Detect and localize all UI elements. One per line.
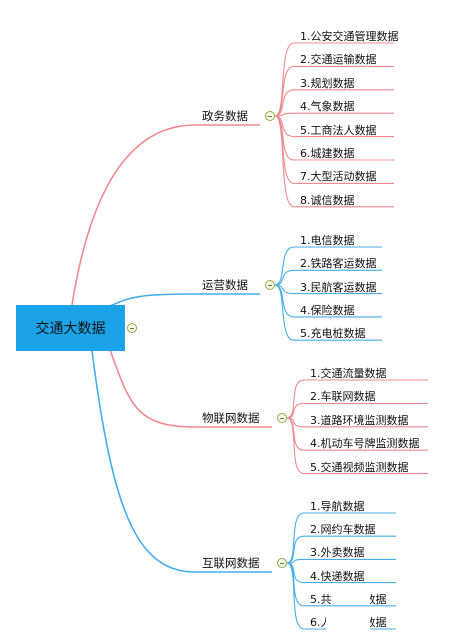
- connector-line: [286, 562, 305, 584]
- category-node[interactable]: 政务数据: [202, 109, 248, 123]
- leaf-node[interactable]: 2.网约车数据: [310, 523, 376, 537]
- category-node[interactable]: 运营数据: [202, 278, 248, 292]
- connector-line: [274, 115, 295, 208]
- leaf-node[interactable]: 3.民航客运数据: [300, 280, 377, 294]
- leaf-node[interactable]: 4.快递数据: [310, 569, 365, 583]
- connector-line: [286, 379, 305, 419]
- connector-line: [274, 246, 295, 286]
- connector-line: [274, 65, 295, 117]
- root-node-label: 交通大数据: [35, 321, 106, 337]
- leaf-node[interactable]: 1.公安交通管理数据: [300, 30, 399, 43]
- leaf-node[interactable]: 3.规划数据: [300, 76, 355, 90]
- leaf-node[interactable]: 2.交通运输数据: [300, 53, 377, 67]
- leaf-node[interactable]: 5.充电桩数据: [300, 327, 366, 341]
- leaf-node[interactable]: 4.机动车号牌监测数据: [310, 437, 420, 451]
- connector-line: [274, 115, 295, 161]
- leaf-node[interactable]: 1.导航数据: [310, 500, 365, 513]
- leaf-node[interactable]: 2.车联网数据: [310, 390, 376, 404]
- category-node[interactable]: 互联网数据: [202, 556, 260, 570]
- connector-line: [274, 89, 295, 117]
- connector-line: [71, 124, 196, 306]
- connector-line: [286, 417, 305, 451]
- connector-line: [286, 562, 305, 630]
- category-node[interactable]: 物联网数据: [202, 411, 260, 425]
- connector-line: [286, 535, 305, 564]
- collapse-minus-icon[interactable]: [277, 413, 287, 423]
- redaction-patch: [326, 610, 370, 630]
- leaf-node[interactable]: 7.大型活动数据: [300, 170, 377, 184]
- leaf-node[interactable]: 6.城建数据: [300, 147, 355, 160]
- connector-line: [274, 42, 295, 117]
- connector-line: [274, 284, 295, 318]
- connector-line: [109, 349, 196, 428]
- leaf-node[interactable]: 4.气象数据: [300, 100, 355, 114]
- connector-line: [286, 402, 305, 419]
- collapse-minus-icon[interactable]: [277, 558, 287, 568]
- connector-line: [109, 293, 196, 307]
- connector-line: [274, 269, 295, 286]
- connector-line: [286, 512, 305, 564]
- leaf-node[interactable]: 5.交通视频监测数据: [310, 460, 409, 474]
- leaf-node[interactable]: 8.诚信数据: [300, 193, 355, 207]
- leaf-node[interactable]: 5.工商法人数据: [300, 123, 377, 137]
- leaf-node[interactable]: 3.外卖数据: [310, 546, 365, 560]
- connector-line: [286, 562, 305, 607]
- collapse-minus-icon[interactable]: [265, 111, 275, 121]
- leaf-node[interactable]: 4.保险数据: [300, 303, 355, 317]
- leaf-node[interactable]: 1.电信数据: [300, 234, 355, 247]
- root-node[interactable]: 交通大数据: [16, 305, 125, 351]
- connector-line: [274, 284, 295, 341]
- leaf-node[interactable]: 3.道路环境监测数据: [310, 413, 409, 427]
- leaf-node[interactable]: 1.交通流量数据: [310, 367, 387, 380]
- redaction-patch: [332, 587, 370, 605]
- collapse-minus-icon[interactable]: [127, 323, 137, 333]
- collapse-minus-icon[interactable]: [265, 280, 275, 290]
- leaf-node[interactable]: 2.铁路客运数据: [300, 257, 377, 271]
- connector-line: [91, 350, 196, 573]
- connector-line: [286, 417, 305, 475]
